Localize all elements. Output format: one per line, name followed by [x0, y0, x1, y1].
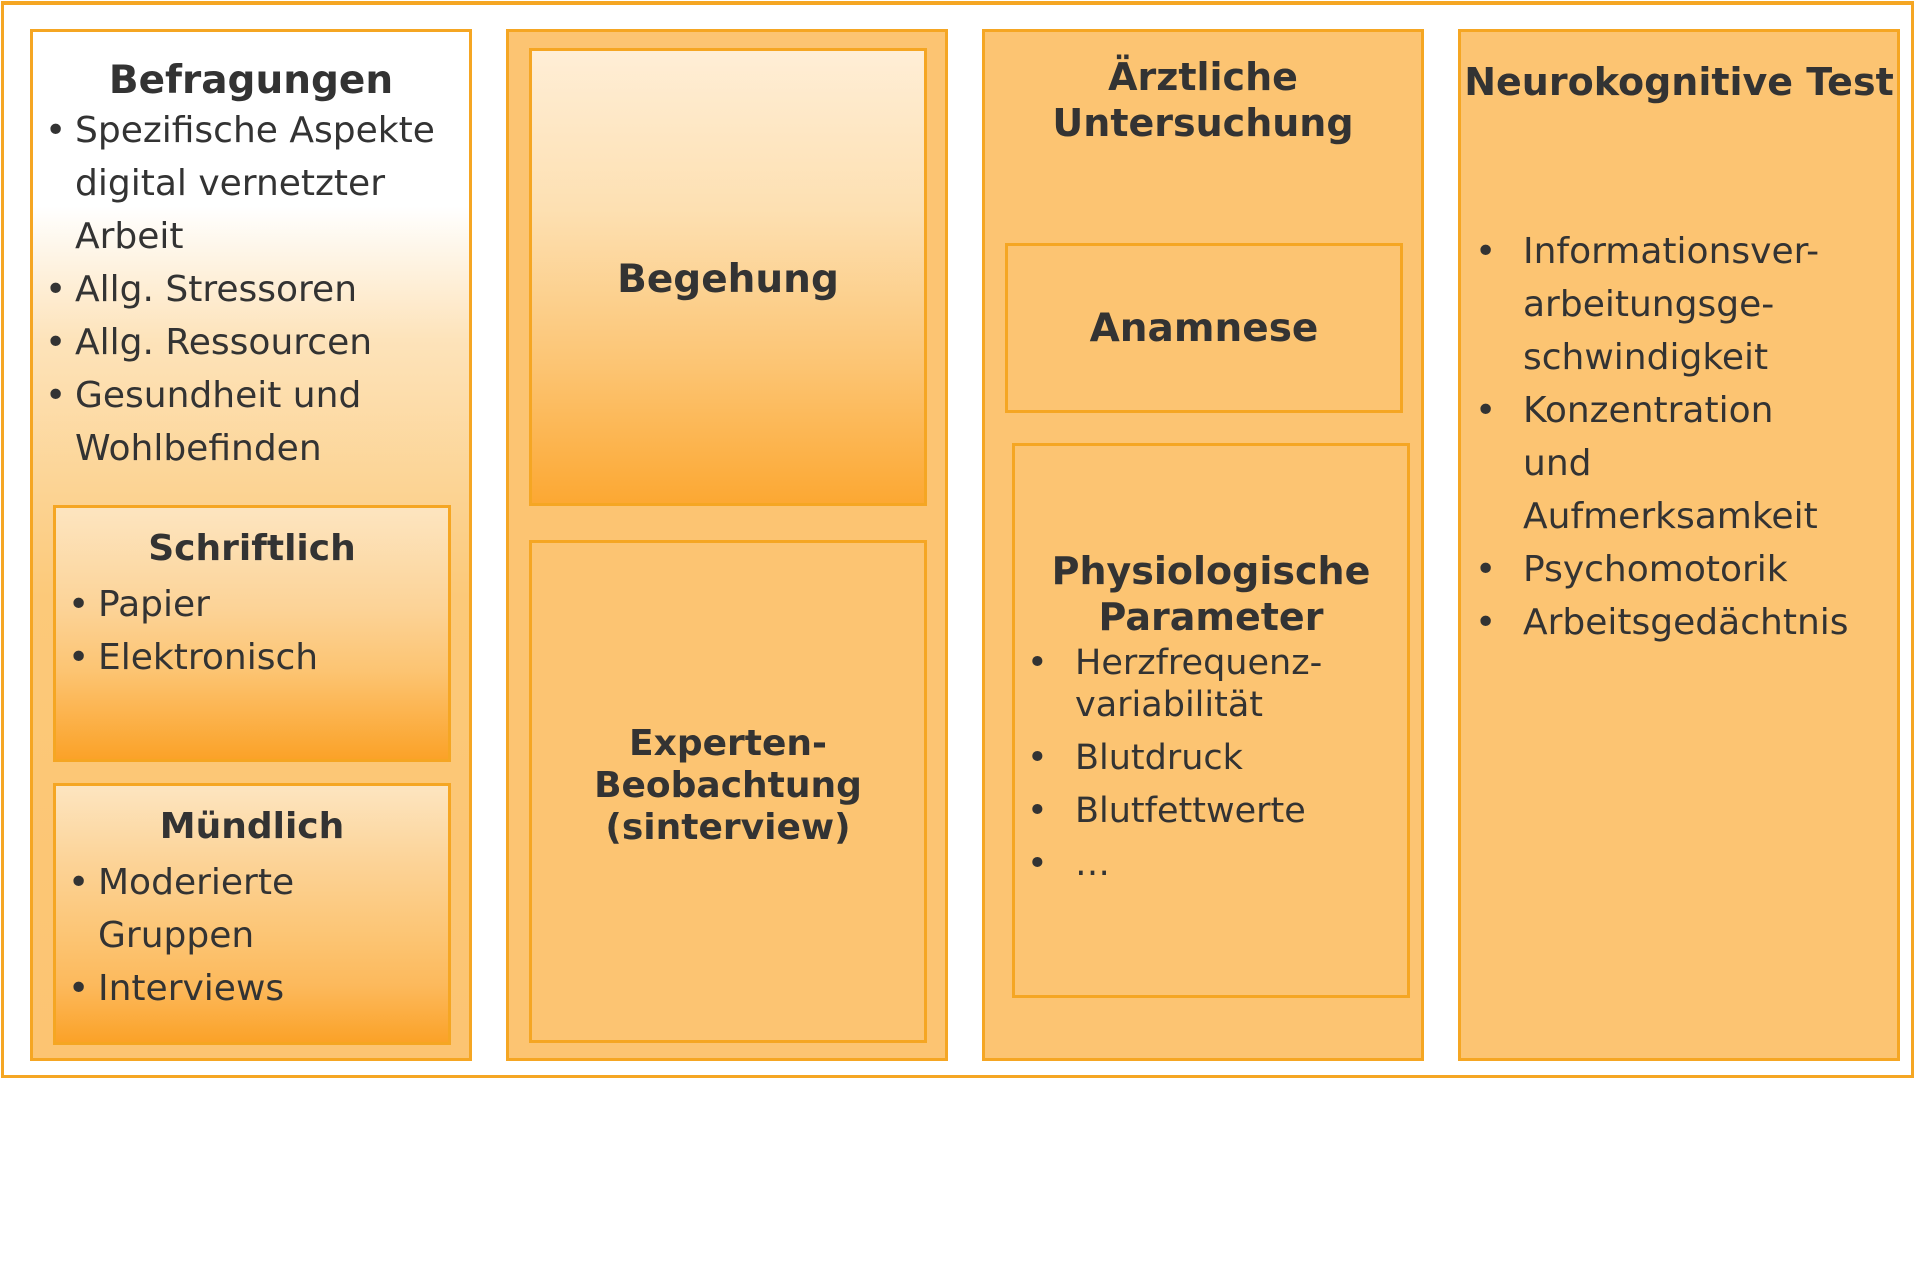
- begehung-title: Begehung: [617, 257, 839, 302]
- list-item: Informationsver-arbeitungsge-schwindigke…: [1475, 225, 1819, 384]
- list-item: Moderierte Gruppen: [68, 856, 438, 962]
- befragungen-list: Spezifische Aspekte digital vernetzter A…: [45, 104, 455, 475]
- list-item: Allg. Ressourcen: [45, 316, 455, 369]
- list-item: Konzentration und Aufmerksamkeit: [1475, 384, 1845, 543]
- column-neurokognitive-test: Neurokognitive Test Informationsver-arbe…: [1458, 29, 1900, 1061]
- list-item: Spezifische Aspekte digital vernetzter A…: [45, 104, 455, 263]
- aerztlich-title-line2: Untersuchung: [1052, 101, 1354, 145]
- diagram-frame: Befragungen Spezifische Aspekte digital …: [1, 1, 1914, 1078]
- list-item: Herzfrequenz-variabilität: [1027, 642, 1347, 726]
- list-item: Blutdruck: [1027, 737, 1347, 779]
- befragungen-title: Befragungen: [108, 58, 394, 103]
- list-item: Psychomotorik: [1475, 543, 1845, 596]
- list-item: Elektronisch: [68, 631, 438, 684]
- box-physiologische-parameter: Physiologische Parameter Herzfrequenz-va…: [1012, 443, 1410, 998]
- muendlich-title: Mündlich: [159, 806, 345, 847]
- box-anamnese: Anamnese: [1005, 243, 1403, 413]
- list-item: Arbeitsgedächtnis: [1475, 596, 1849, 649]
- column-befragungen: Befragungen Spezifische Aspekte digital …: [30, 29, 472, 1061]
- list-item-text: Herzfrequenz-variabilität: [1075, 643, 1323, 725]
- physio-title-line2: Parameter: [1098, 595, 1324, 639]
- list-item: …: [1027, 843, 1347, 885]
- box-experten-beobachtung: Experten- Beobachtung (sinterview): [529, 540, 927, 1043]
- list-item: Papier: [68, 578, 438, 631]
- anamnese-title: Anamnese: [1089, 306, 1319, 351]
- muendlich-list: Moderierte Gruppen Interviews: [68, 856, 438, 1015]
- list-item: Interviews: [68, 962, 438, 1015]
- neuro-list: Informationsver-arbeitungsge-schwindigke…: [1475, 225, 1849, 649]
- schriftlich-list: Papier Elektronisch: [68, 578, 438, 684]
- experten-title-line2: Beobachtung: [594, 765, 862, 806]
- aerztlich-title-line1: Ärztliche: [1108, 55, 1298, 99]
- experten-title-line1: Experten-: [629, 723, 827, 764]
- column-begehung: Begehung Experten- Beobachtung (sintervi…: [506, 29, 948, 1061]
- experten-title-line3: (sinterview): [605, 807, 851, 848]
- list-item: Allg. Stressoren: [45, 263, 455, 316]
- list-item: Blutfettwerte: [1027, 790, 1347, 832]
- box-muendlich: Mündlich Moderierte Gruppen Interviews: [53, 783, 451, 1045]
- schriftlich-title: Schriftlich: [148, 528, 356, 569]
- physio-title-line1: Physiologische: [1051, 549, 1371, 593]
- neuro-title: Neurokognitive Test: [1464, 60, 1894, 104]
- box-begehung: Begehung: [529, 48, 927, 506]
- column-aerztliche-untersuchung: Ärztliche Untersuchung Anamnese Physiolo…: [982, 29, 1424, 1061]
- physio-list: Herzfrequenz-variabilität Blutdruck Blut…: [1027, 642, 1347, 885]
- box-schriftlich: Schriftlich Papier Elektronisch: [53, 505, 451, 762]
- list-item: Gesundheit und Wohlbefinden: [45, 369, 455, 475]
